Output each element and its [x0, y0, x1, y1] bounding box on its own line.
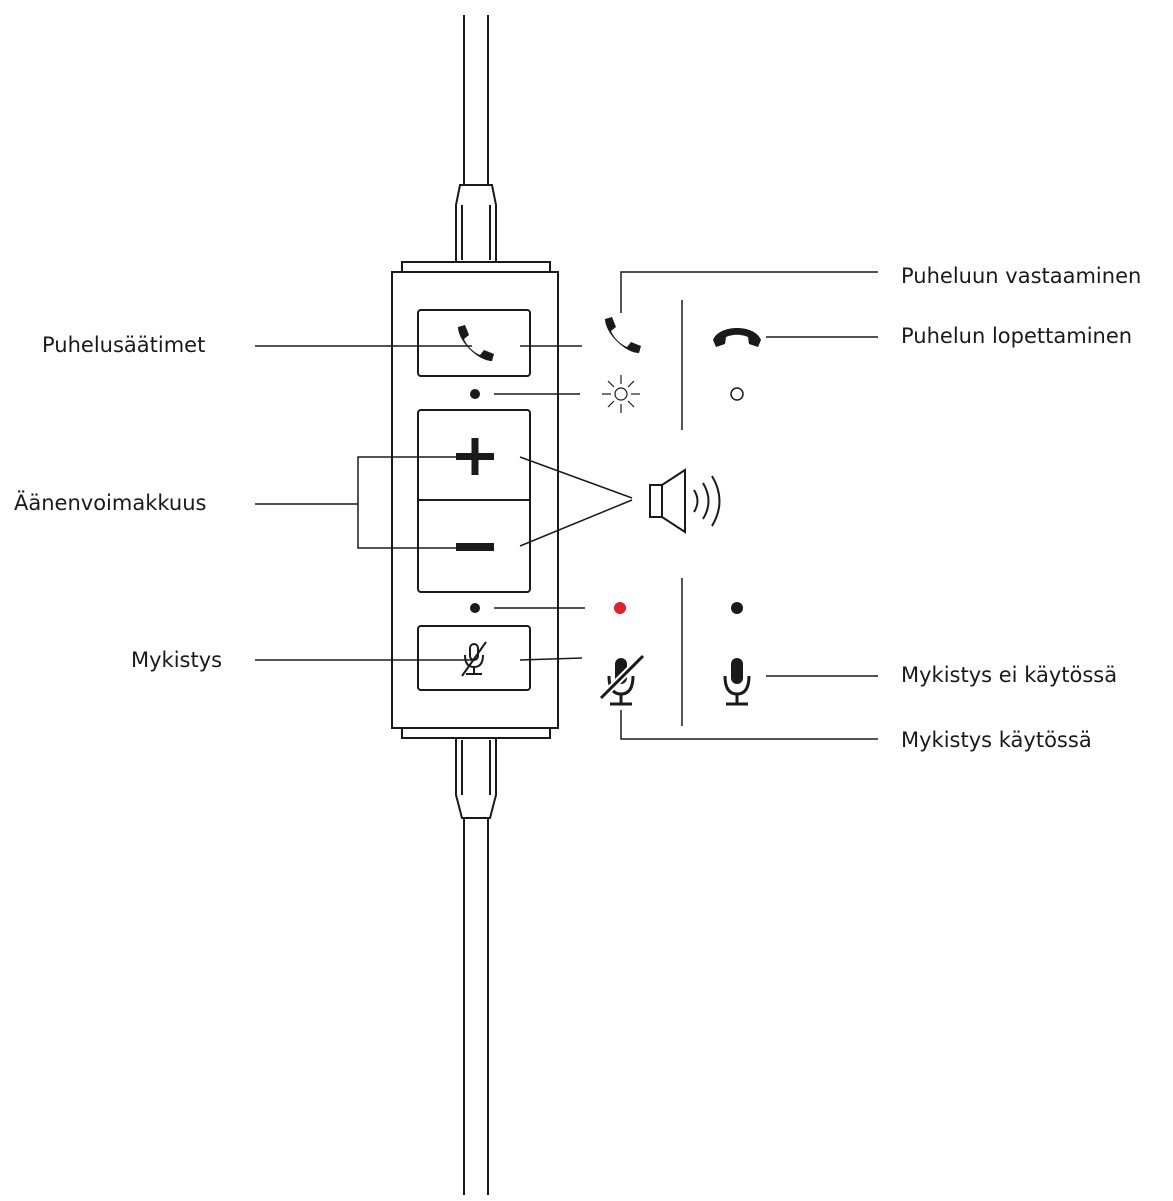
label-end-call: Puhelun lopettaminen: [901, 324, 1133, 348]
label-call-controls: Puhelusäätimet: [42, 333, 206, 357]
phone-icon: [605, 317, 641, 353]
call-button[interactable]: [417, 309, 531, 377]
volume-rocker: [417, 409, 531, 593]
microphone-icon: [723, 656, 751, 706]
mute-on-led: [614, 602, 626, 614]
led-off-indicator: [730, 387, 744, 401]
speaker-icon: [649, 468, 721, 534]
label-mute-off: Mykistys ei käytössä: [901, 663, 1118, 687]
label-answer-call: Puheluun vastaaminen: [901, 264, 1142, 288]
cable-top: [455, 15, 497, 263]
microphone-muted-icon: [461, 641, 487, 677]
cable-bottom: [455, 736, 497, 1195]
label-mute-on: Mykistys käytössä: [901, 728, 1092, 752]
volume-down-button[interactable]: [456, 543, 494, 551]
leader-lines: [255, 271, 878, 740]
call-led: [470, 389, 480, 399]
mute-button[interactable]: [417, 625, 531, 691]
hang-up-icon: [713, 328, 761, 347]
mute-off-led: [731, 602, 743, 614]
label-volume: Äänenvoimakkuus: [14, 491, 207, 515]
mute-led: [470, 603, 480, 613]
microphone-muted-icon: [598, 653, 646, 706]
minus-icon: [456, 543, 494, 551]
label-mute: Mykistys: [131, 648, 223, 672]
led-light-icon: [602, 375, 640, 413]
